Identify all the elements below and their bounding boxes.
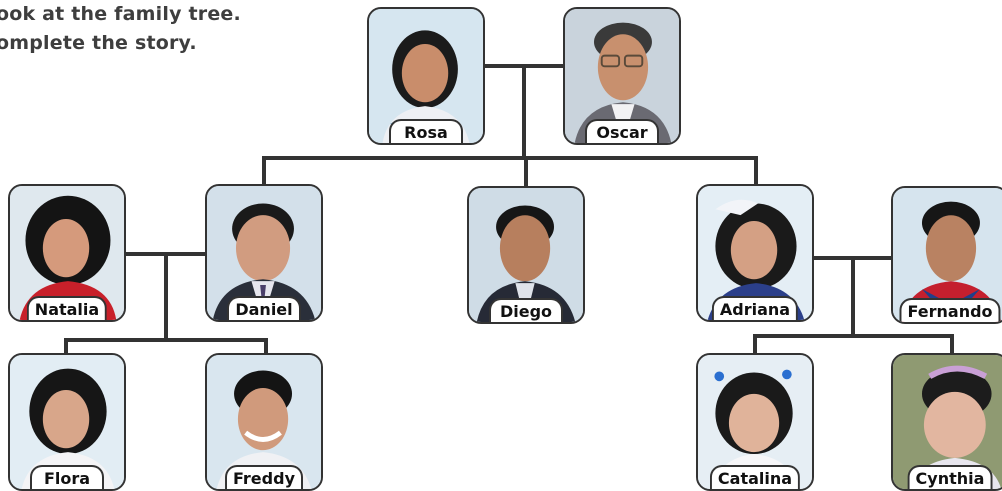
card-freddy: Freddy — [205, 353, 323, 491]
card-rosa: Rosa — [367, 7, 485, 145]
name-daniel: Daniel — [227, 296, 301, 320]
name-cynthia: Cynthia — [907, 465, 993, 489]
card-daniel: Daniel — [205, 184, 323, 322]
card-oscar: Oscar — [563, 7, 681, 145]
card-natalia: Natalia — [8, 184, 126, 322]
name-fernando: Fernando — [899, 298, 1001, 322]
name-diego: Diego — [489, 298, 563, 322]
card-adriana: Adriana — [696, 184, 814, 322]
name-natalia: Natalia — [26, 296, 108, 320]
card-fernando: Fernando — [891, 186, 1002, 324]
instructions: ook at the family tree. omplete the stor… — [0, 0, 241, 58]
card-catalina: Catalina — [696, 353, 814, 491]
instruction-line-1: ook at the family tree. — [0, 3, 241, 25]
card-flora: Flora — [8, 353, 126, 491]
card-cynthia: Cynthia — [891, 353, 1002, 491]
name-oscar: Oscar — [585, 119, 659, 143]
name-catalina: Catalina — [709, 465, 801, 489]
name-freddy: Freddy — [225, 465, 303, 489]
name-flora: Flora — [30, 465, 104, 489]
name-rosa: Rosa — [389, 119, 463, 143]
card-diego: Diego — [467, 186, 585, 324]
name-adriana: Adriana — [711, 296, 799, 320]
instruction-line-2: omplete the story. — [0, 32, 197, 54]
